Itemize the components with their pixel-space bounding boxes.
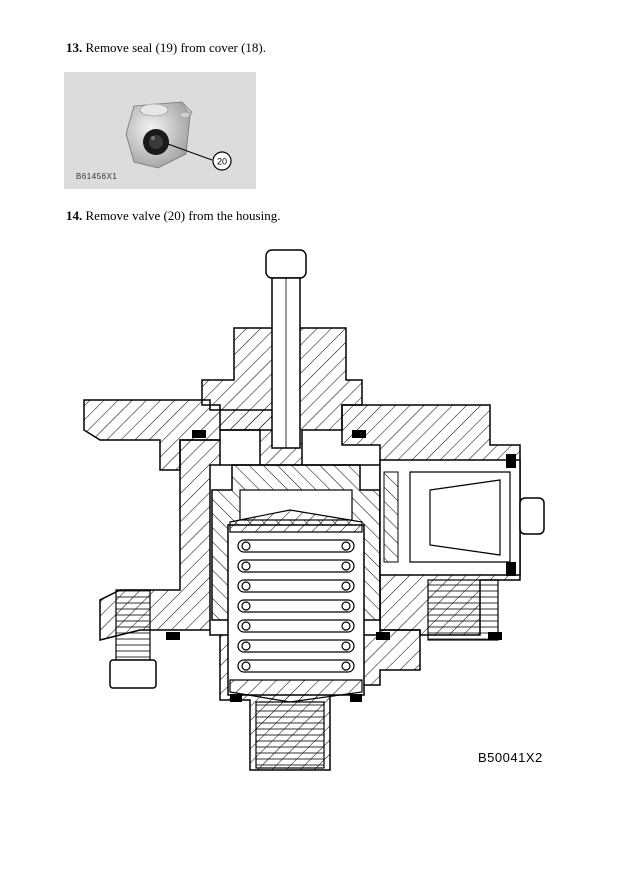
cover-photo-image: 20 bbox=[125, 101, 232, 171]
valve-cross-section-drawing bbox=[83, 249, 545, 771]
spring bbox=[237, 539, 355, 673]
valve-cross-section bbox=[80, 240, 560, 780]
step-13-text: Remove seal (19) from cover (18). bbox=[85, 40, 267, 55]
photo-code: B61456X1 bbox=[76, 172, 118, 181]
figure-code: B50041X2 bbox=[478, 750, 543, 765]
step-14-number: 14. bbox=[66, 208, 86, 223]
step-14-instruction: 14. Remove valve (20) from the housing. bbox=[66, 208, 280, 224]
photo-callout-label: 20 bbox=[217, 157, 227, 167]
step-13-instruction: 13. Remove seal (19) from cover (18). bbox=[66, 40, 266, 56]
step-14-text: Remove valve (20) from the housing. bbox=[85, 208, 281, 223]
seal-markers bbox=[166, 430, 516, 702]
cover-photo: 20 B61456X1 bbox=[64, 72, 256, 189]
step-13-number: 13. bbox=[66, 40, 86, 55]
